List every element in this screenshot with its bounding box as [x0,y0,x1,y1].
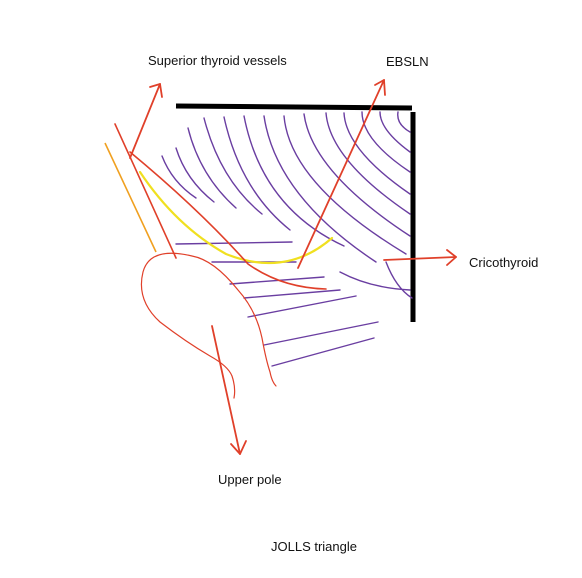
cricothyroid-muscle-fibers [161,111,413,367]
cricothyroid-label: Cricothyroid [469,255,539,270]
upper-pole-label: Upper pole [218,472,282,487]
thyroid-upper-pole-outline [140,252,277,399]
ebsln-arrow [297,79,386,269]
superior-thyroid-vessels-label: Superior thyroid vessels [148,53,287,68]
upper-pole-arrow [211,325,247,455]
triangle-border [175,103,416,322]
superior-thyroid-vessels-arrow [129,83,163,159]
arrows [129,79,457,455]
superior-thyroid-vessels [114,123,327,290]
cricothyroid-arrow [383,249,457,266]
ebsln-label: EBSLN [386,54,429,69]
vessel-line [104,142,157,253]
diagram-caption: JOLLS triangle [271,539,357,554]
ebsln-nerve [138,170,334,265]
